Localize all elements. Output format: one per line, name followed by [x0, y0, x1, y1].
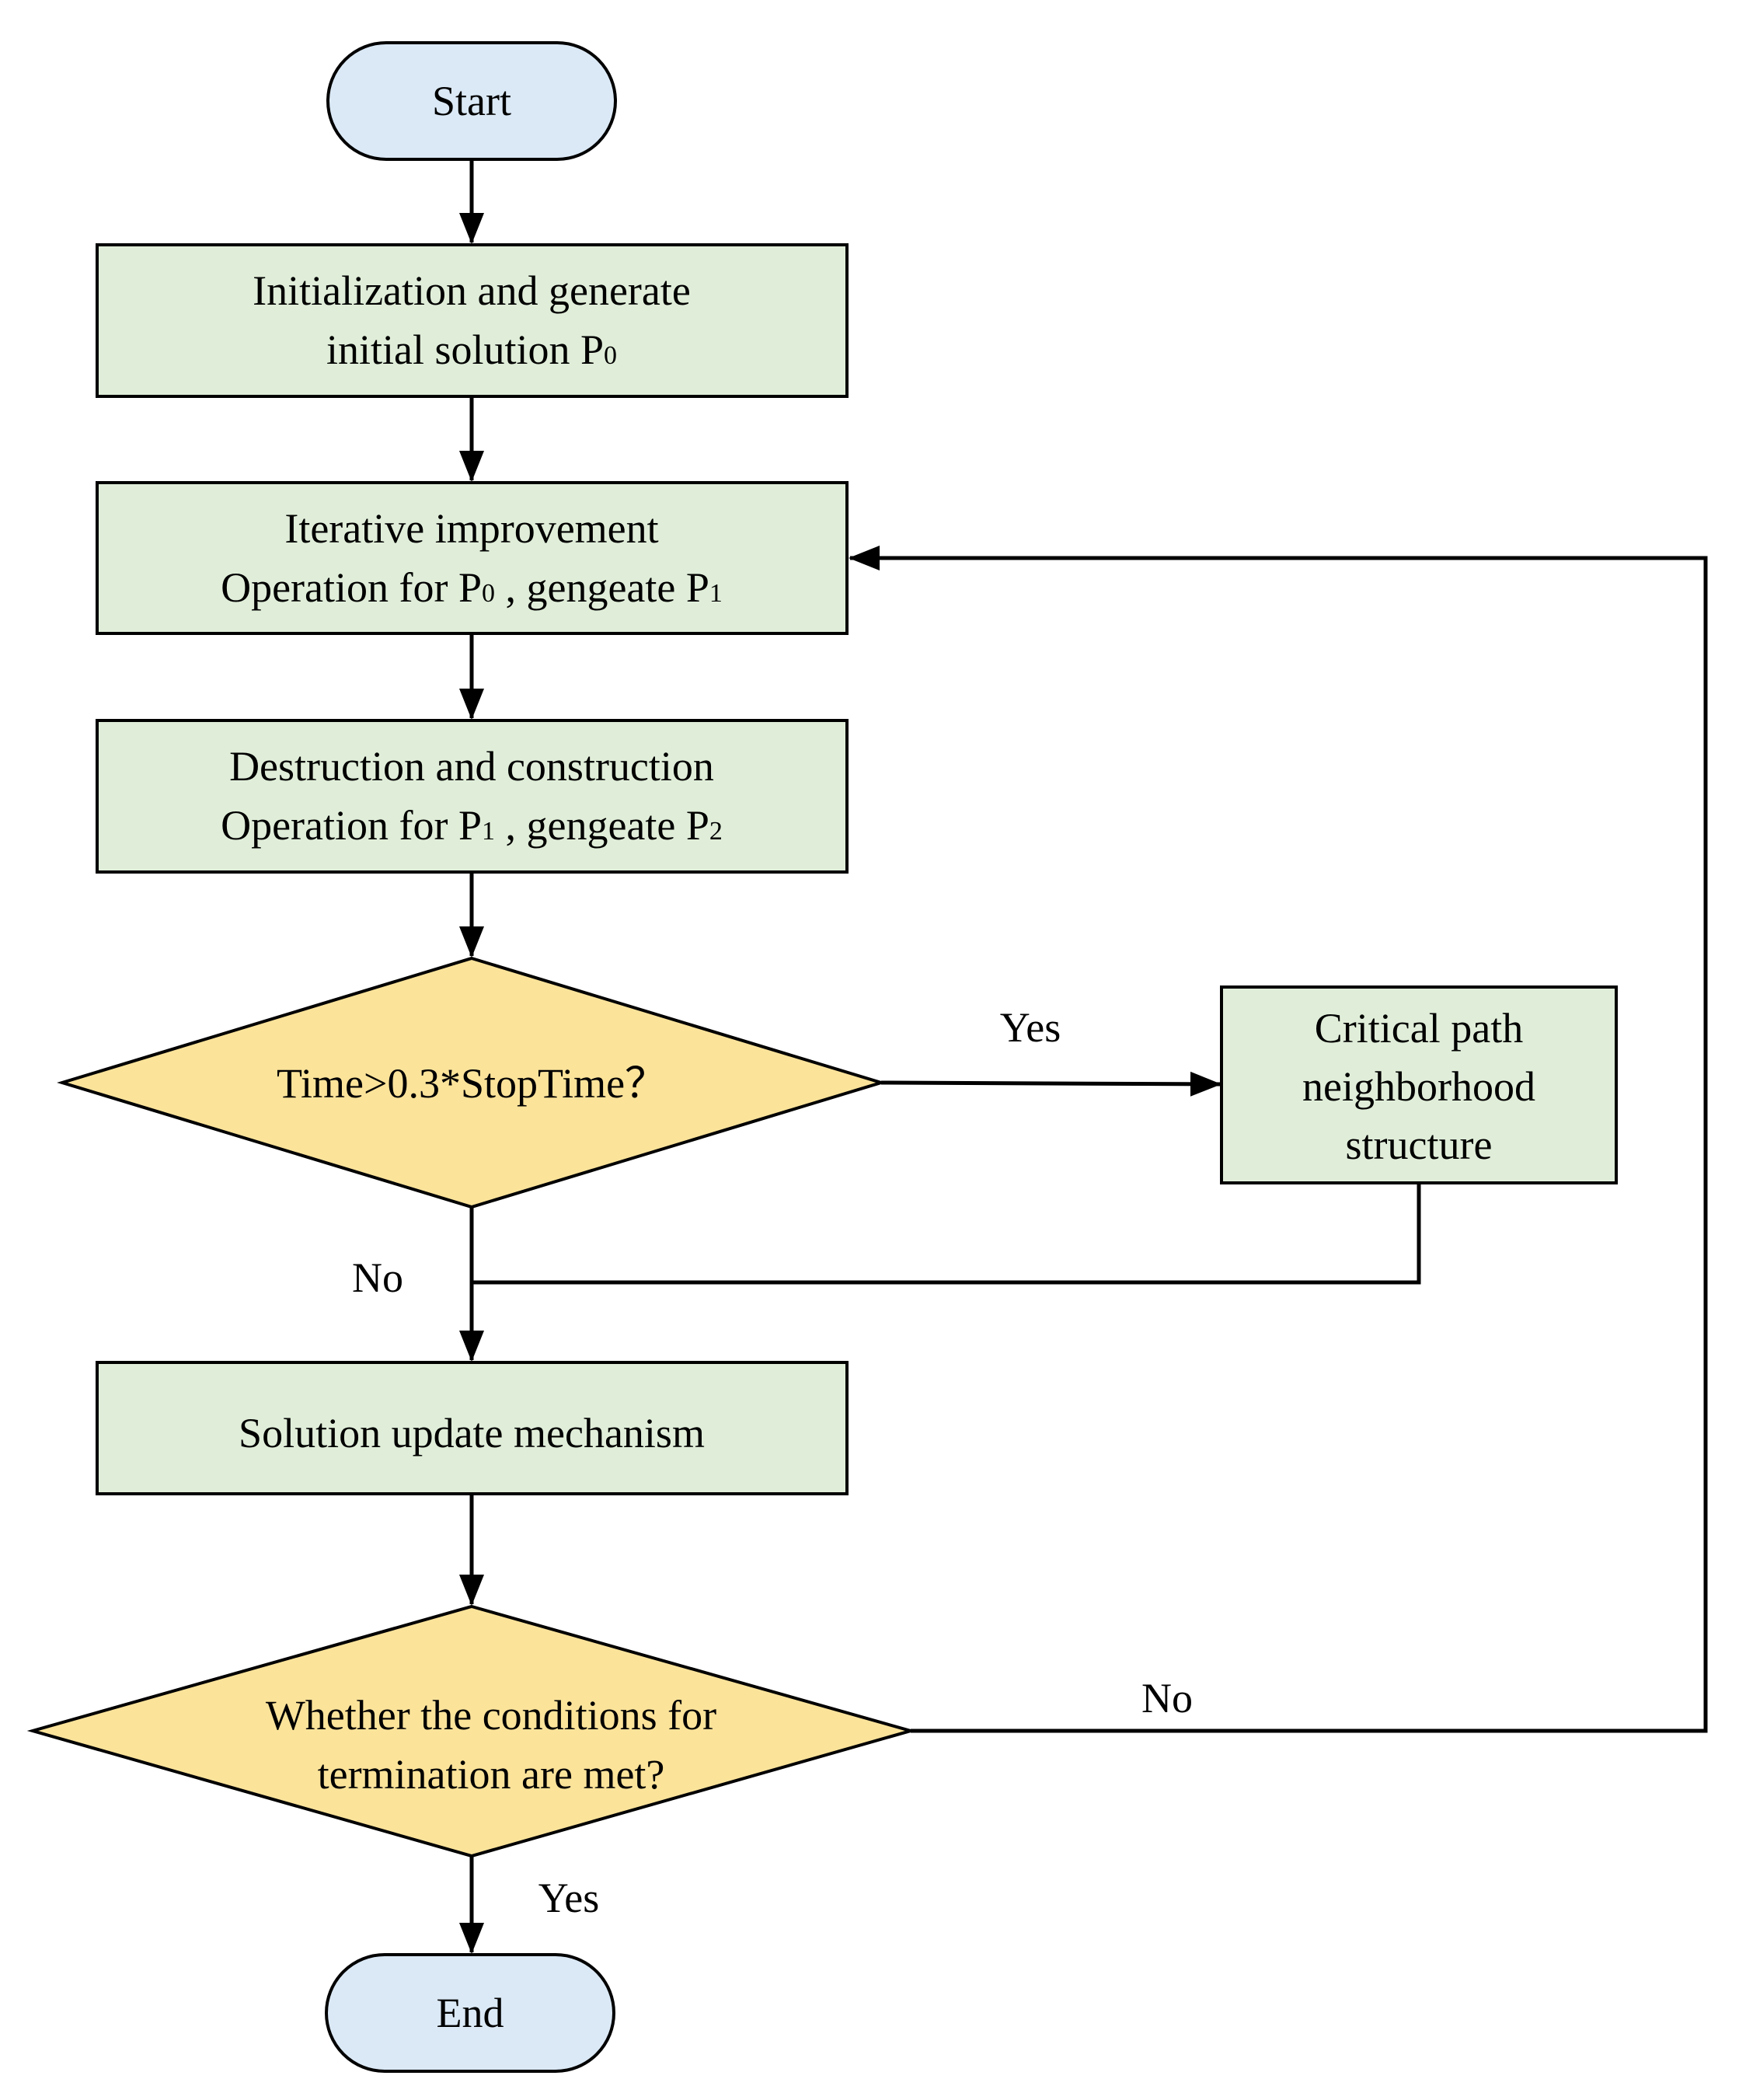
critical-shape	[1220, 985, 1618, 1184]
update-label: Solution update mechanism	[239, 1410, 705, 1456]
decision-time-label: Time>0.3*StopTime？	[277, 1060, 667, 1107]
init-line2-text: initial solution P	[326, 326, 604, 373]
decision-time-shape	[57, 956, 887, 1209]
edge-label-time-no: No	[352, 1254, 403, 1301]
edge-label-term-no: No	[1141, 1675, 1193, 1722]
destr-line2-sub-a: 1	[482, 817, 495, 846]
iter-line2-sub-a: 0	[482, 579, 495, 608]
iter-line2-sub-b: 1	[709, 579, 723, 608]
iter-line2-a: Operation for P	[221, 564, 482, 611]
critical-line2: neighborhood	[1302, 1063, 1535, 1110]
init-line1: Initialization and generate	[253, 267, 691, 314]
init-line2: initial solution P0	[326, 326, 617, 373]
destr-line2-a: Operation for P	[221, 802, 482, 849]
end-label: End	[437, 1990, 504, 2036]
start-shape	[326, 41, 617, 161]
iter-line1: Iterative improvement	[284, 505, 658, 552]
critical-node: Critical path neighborhood structure	[1220, 985, 1618, 1184]
decision-term-line2: termination are met?	[318, 1751, 665, 1798]
init-shape	[96, 243, 849, 398]
iter-shape	[96, 481, 849, 635]
update-shape	[96, 1361, 849, 1495]
decision-term-shape	[26, 1604, 917, 1858]
iter-line2-b: , gengeate P	[495, 564, 709, 611]
edge-term-no-loop	[849, 546, 1708, 1733]
decision-time-node: Time>0.3*StopTime？	[57, 956, 887, 1209]
destr-line2-b: , gengeate P	[495, 802, 709, 849]
decision-term-line1: Whether the conditions for	[266, 1692, 716, 1739]
destr-node: Destruction and construction Operation f…	[96, 719, 849, 874]
start-label: Start	[432, 78, 511, 124]
destr-line2-sub-b: 2	[709, 817, 723, 846]
init-node: Initialization and generate initial solu…	[96, 243, 849, 398]
iter-node: Iterative improvement Operation for P0 ,…	[96, 481, 849, 635]
destr-line1: Destruction and construction	[229, 743, 714, 790]
init-line2-sub: 0	[604, 341, 617, 370]
critical-line3: structure	[1346, 1122, 1493, 1168]
update-node: Solution update mechanism	[96, 1361, 849, 1495]
start-node: Start	[326, 41, 617, 161]
edge-critical-merge	[472, 1183, 1421, 1285]
destr-line2: Operation for P1 , gengeate P2	[221, 802, 723, 849]
destr-shape	[96, 719, 849, 874]
end-shape	[325, 1953, 615, 2073]
critical-line1: Critical path	[1315, 1005, 1523, 1052]
edge-decision-yes-critical	[880, 1071, 1221, 1097]
end-node: End	[325, 1953, 615, 2073]
edge-label-time-yes: Yes	[1000, 1004, 1061, 1051]
edge-label-term-yes: Yes	[538, 1875, 600, 1921]
decision-term-node: Whether the conditions for termination a…	[26, 1604, 917, 1858]
iter-line2: Operation for P0 , gengeate P1	[221, 564, 723, 611]
